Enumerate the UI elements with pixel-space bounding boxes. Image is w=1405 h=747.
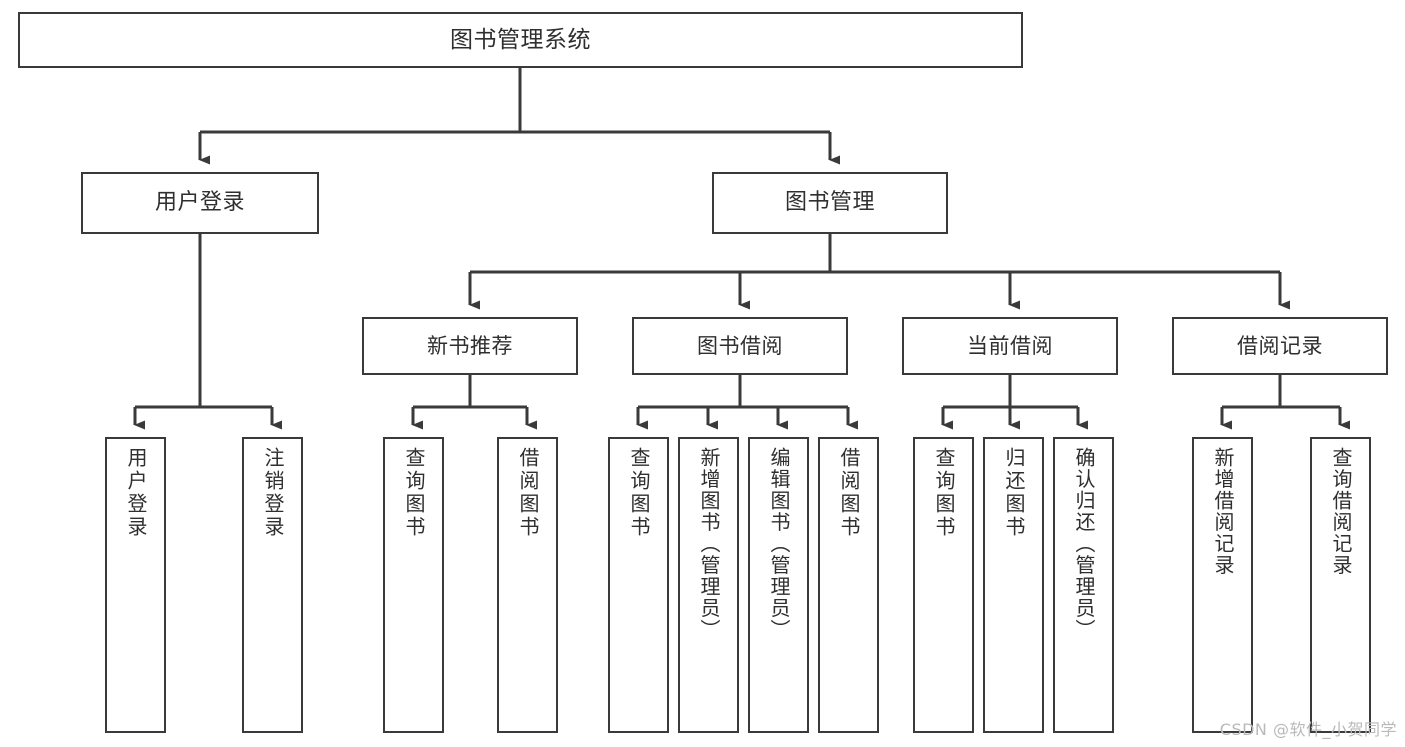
leaf-new-book-query[interactable]: 查询图书 [383,437,444,733]
leaf-book-borrow-query[interactable]: 查询图书 [608,437,669,733]
node-label: 查询借阅记录 [1329,447,1353,576]
leaf-book-borrow-edit[interactable]: 编辑图书（管理员） [748,437,809,733]
watermark-text: CSDN @软件_小贺同学 [1219,720,1397,739]
node-label: 归还图书 [1002,447,1026,539]
node-borrow-record[interactable]: 借阅记录 [1172,317,1388,375]
node-label: 图书管理系统 [450,26,591,53]
node-book-management[interactable]: 图书管理 [712,172,948,234]
node-label: 图书管理 [784,190,875,216]
node-label: 查询图书 [402,447,426,539]
node-label: 图书借阅 [697,333,783,358]
node-label: 当前借阅 [967,333,1053,358]
node-book-borrow[interactable]: 图书借阅 [632,317,848,375]
leaf-book-borrow-add[interactable]: 新增图书（管理员） [678,437,739,733]
leaf-borrow-record-query[interactable]: 查询借阅记录 [1310,437,1371,733]
node-label: 新书推荐 [427,333,513,358]
node-user-login[interactable]: 用户登录 [81,172,319,234]
leaf-borrow-record-add[interactable]: 新增借阅记录 [1192,437,1253,733]
node-label: 借阅记录 [1237,333,1323,358]
leaf-current-borrow-confirm-return[interactable]: 确认归还（管理员） [1053,437,1114,733]
leaf-new-book-borrow[interactable]: 借阅图书 [497,437,558,733]
node-label: 查询图书 [932,447,956,539]
node-label: 新增图书（管理员） [697,447,721,641]
leaf-user-login-login[interactable]: 用户登录 [105,437,166,733]
node-label: 查询图书 [627,447,651,539]
leaf-current-borrow-return[interactable]: 归还图书 [983,437,1044,733]
node-label: 确认归还（管理员） [1072,447,1096,641]
node-root-system[interactable]: 图书管理系统 [18,12,1023,68]
node-current-borrow[interactable]: 当前借阅 [902,317,1118,375]
node-label: 借阅图书 [837,447,861,539]
node-label: 注销登录 [261,447,285,539]
leaf-user-login-logout[interactable]: 注销登录 [242,437,303,733]
leaf-current-borrow-query[interactable]: 查询图书 [913,437,974,733]
node-label: 用户登录 [124,447,148,539]
leaf-book-borrow-borrow[interactable]: 借阅图书 [818,437,879,733]
node-label: 编辑图书（管理员） [767,447,791,641]
node-label: 新增借阅记录 [1211,447,1235,576]
node-label: 借阅图书 [516,447,540,539]
node-new-book-recommend[interactable]: 新书推荐 [362,317,578,375]
node-label: 用户登录 [154,190,245,216]
